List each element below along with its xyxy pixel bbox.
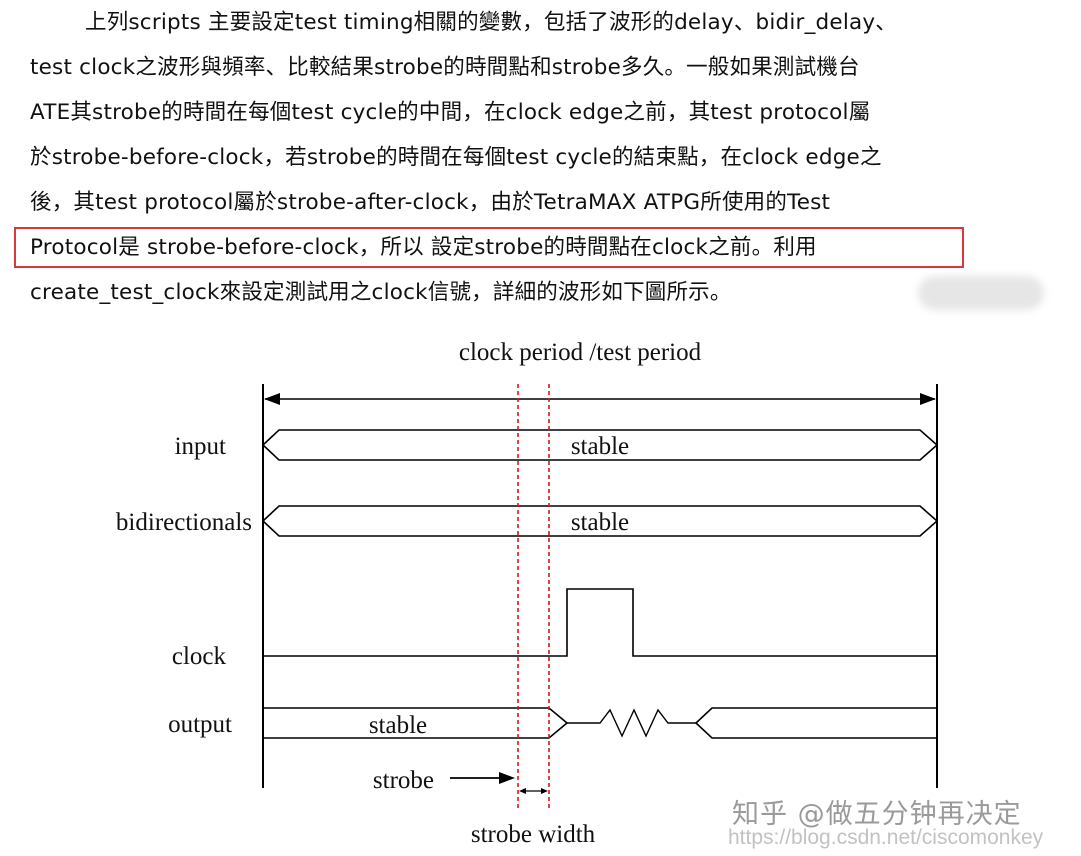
bidirectionals-state-label: stable	[571, 509, 629, 536]
redaction-blur	[918, 276, 1044, 310]
strobe-width-arrow-right-head	[541, 788, 548, 794]
period-label: clock period /test period	[459, 339, 702, 366]
period-arrow-right-head	[920, 393, 936, 405]
strobe-width-label: strobe width	[471, 821, 596, 848]
paragraph-line: 上列scripts 主要設定test timing相關的變數，包括了波形的del…	[85, 10, 897, 35]
signal-label-clock: clock	[172, 643, 227, 670]
paragraph-line: ATE其strobe的時間在每個test cycle的中間，在clock edg…	[30, 100, 871, 125]
output-next-state-waveform	[694, 707, 937, 739]
output-state-label: stable	[369, 712, 427, 739]
strobe-width-arrow-left-head	[519, 788, 526, 794]
bidirectionals-stable-waveform	[261, 505, 939, 537]
paragraph-line: create_test_clock來設定測試用之clock信號，詳細的波形如下圖…	[30, 280, 732, 305]
paragraph-line: 於strobe-before-clock，若strobe的時間在每個test c…	[30, 145, 882, 170]
watermark-url: https://blog.csdn.net/ciscomonkey	[728, 826, 1044, 849]
strobe-arrow-head	[499, 772, 515, 784]
body-paragraph: 上列scripts 主要設定test timing相關的變數，包括了波形的del…	[30, 0, 1050, 315]
output-transition-resistor	[567, 708, 696, 738]
period-arrow-left-head	[264, 393, 280, 405]
signal-label-bidirectionals: bidirectionals	[116, 509, 252, 536]
signal-label-input: input	[175, 433, 226, 460]
paragraph-line-highlighted: Protocol是 strobe-before-clock，所以 設定strob…	[30, 235, 817, 260]
paragraph-line: 後，其test protocol屬於strobe-after-clock，由於T…	[30, 190, 831, 215]
signal-label-output: output	[168, 711, 232, 738]
watermark-brand: 知乎 @做五分钟再决定	[732, 799, 1022, 830]
clock-waveform	[263, 588, 937, 657]
input-stable-waveform	[261, 429, 939, 461]
input-state-label: stable	[571, 433, 629, 460]
strobe-label: strobe	[373, 767, 434, 794]
timing-diagram: clock period /test period input stable b…	[116, 339, 939, 848]
paragraph-line: test clock之波形與頻率、比較結果strobe的時間點和strobe多久…	[30, 55, 860, 80]
